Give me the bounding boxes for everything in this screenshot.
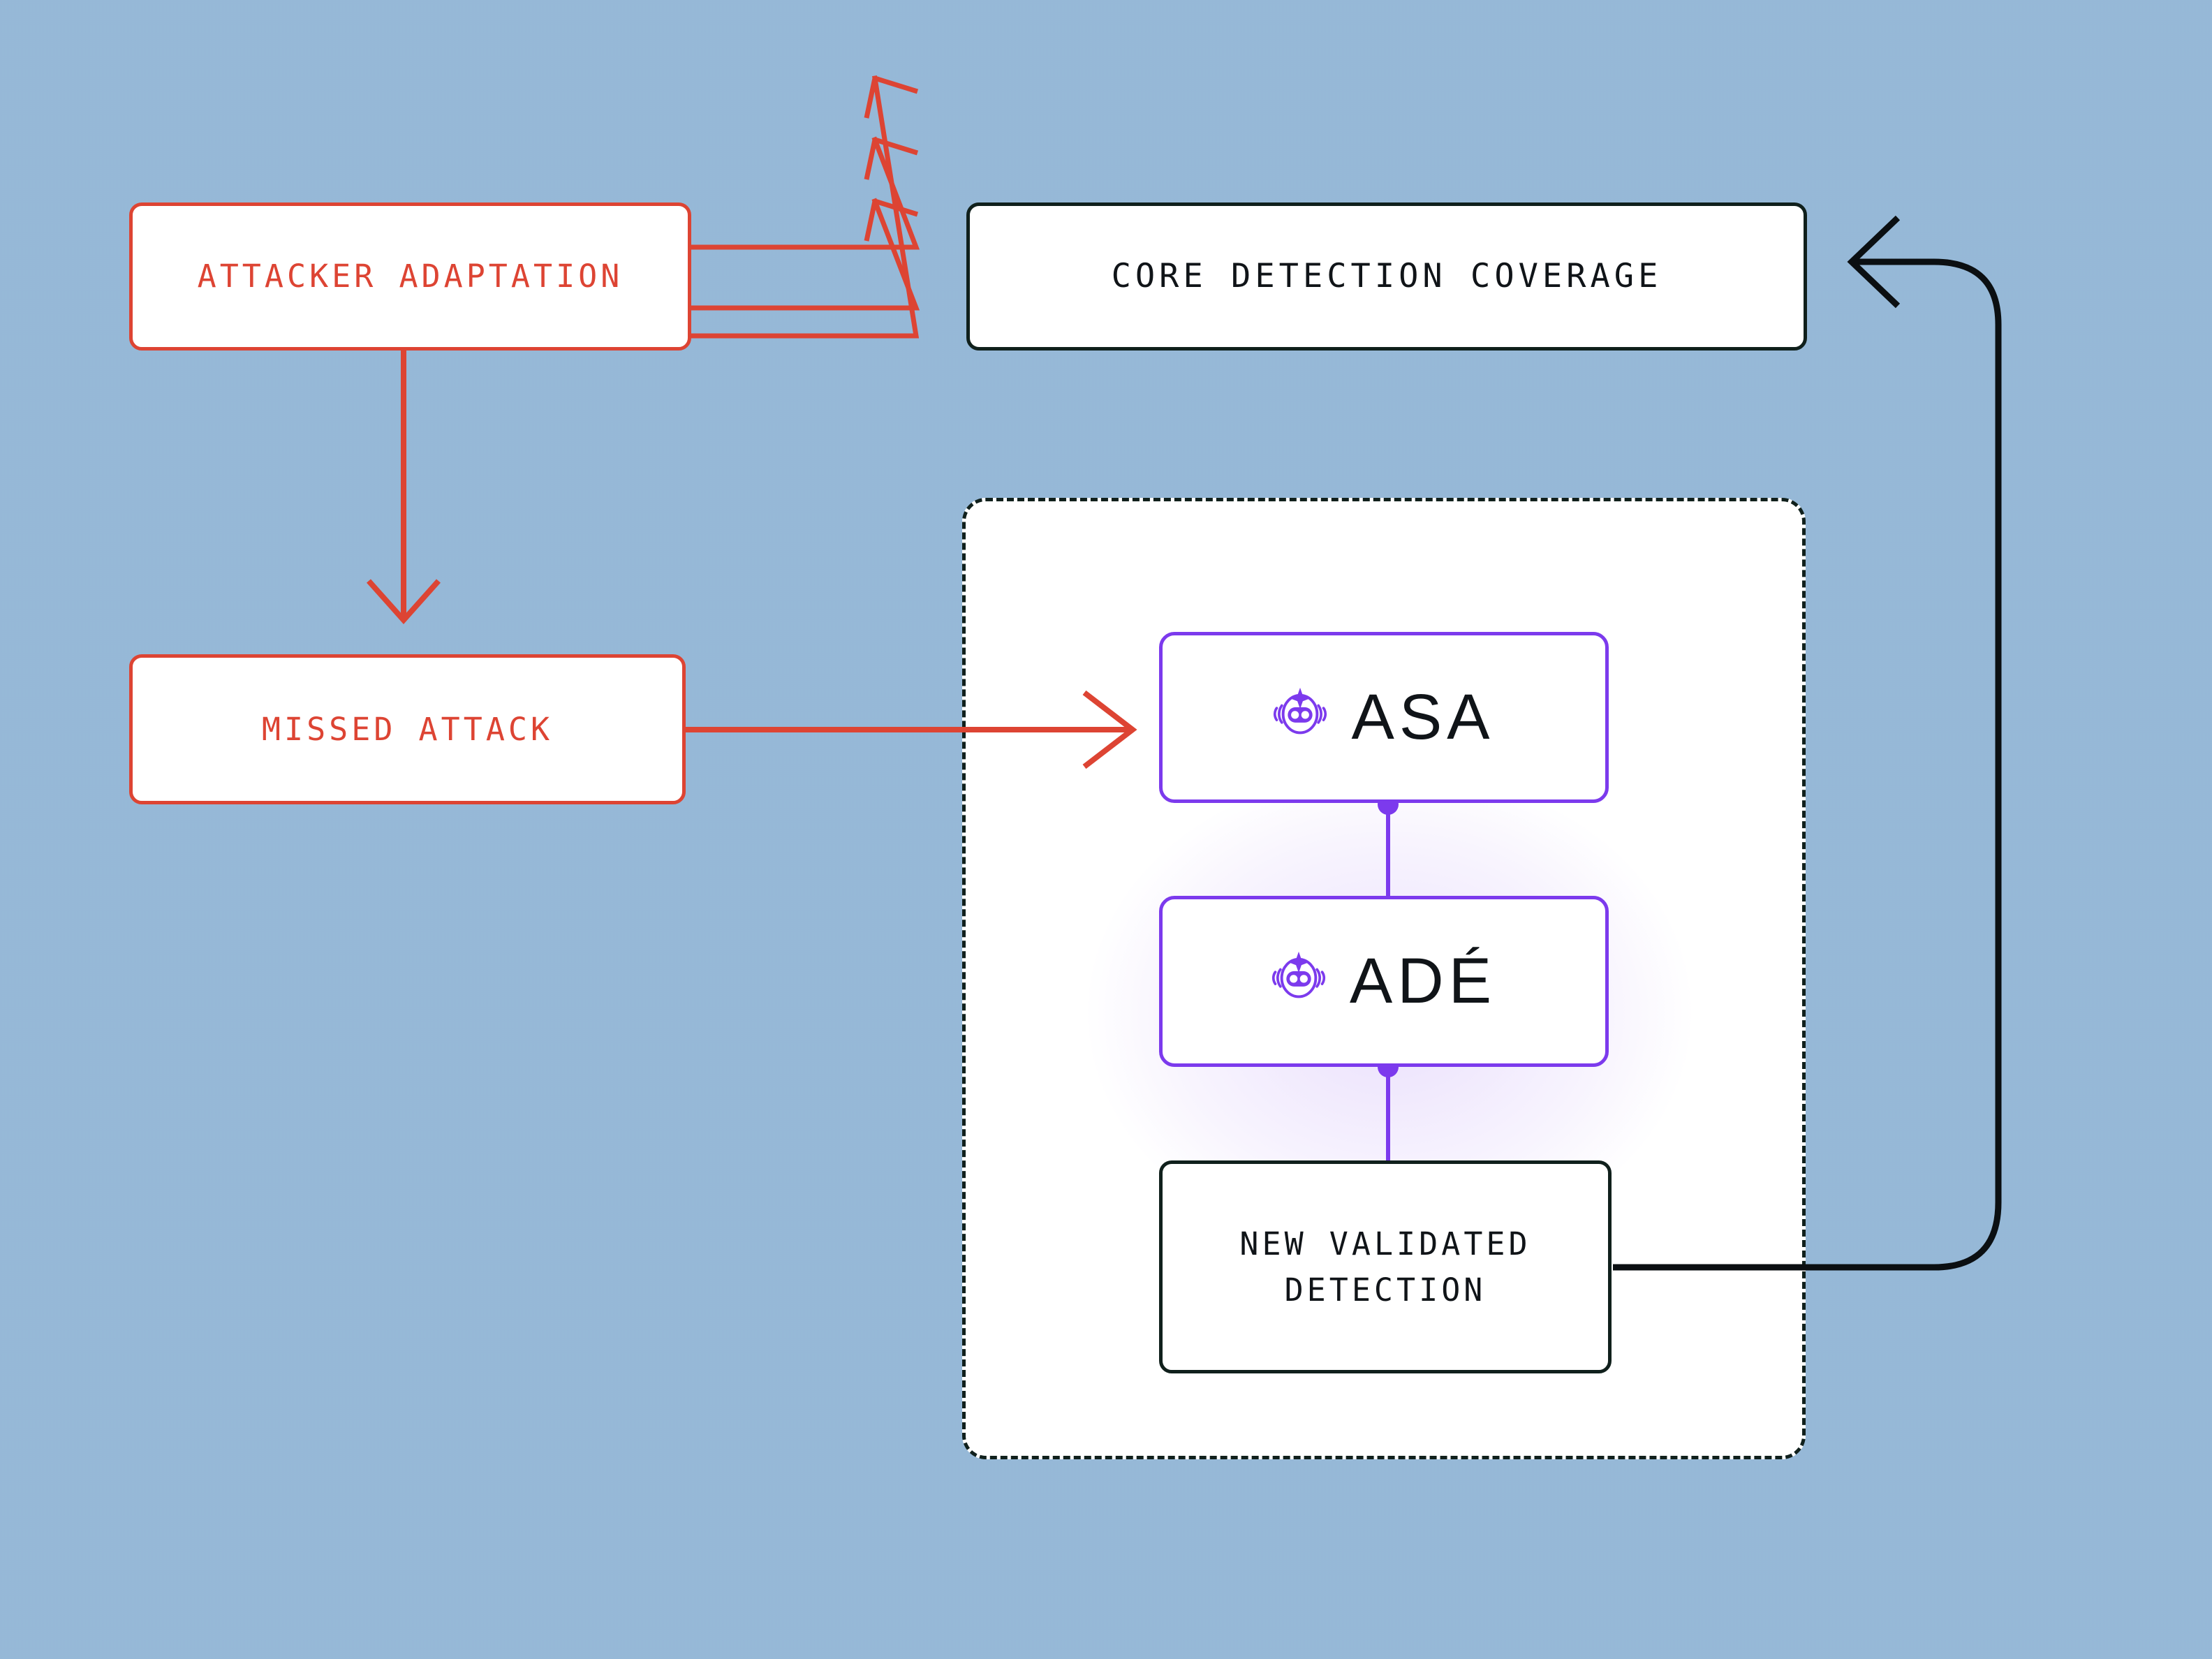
node-missed-attack-label: MISSED ATTACK [261, 710, 554, 748]
node-attacker-adaptation[interactable]: ATTACKER ADAPTATION [129, 202, 691, 351]
node-core-detection-coverage-label: CORE DETECTION COVERAGE [1111, 256, 1662, 295]
edge-attacker-to-coverage-3 [687, 75, 920, 339]
node-core-detection-coverage[interactable]: CORE DETECTION COVERAGE [966, 202, 1807, 351]
node-asa-label: ASA [1351, 681, 1495, 753]
node-missed-attack[interactable]: MISSED ATTACK [129, 654, 686, 804]
node-new-validated-detection-label: NEW VALIDATED DETECTION [1239, 1225, 1531, 1308]
node-asa[interactable]: ASA [1159, 632, 1609, 803]
edge-attacker-to-missed-attack [367, 349, 441, 625]
edge-attacker-to-coverage-1 [687, 136, 920, 250]
node-ade[interactable]: ADÉ [1159, 896, 1609, 1067]
node-ade-label: ADÉ [1349, 945, 1497, 1017]
robot-sparkle-icon [1273, 681, 1327, 754]
robot-sparkle-icon [1271, 945, 1326, 1018]
node-new-validated-detection[interactable]: NEW VALIDATED DETECTION [1159, 1160, 1612, 1373]
edge-attacker-to-coverage-2 [687, 198, 920, 311]
node-attacker-adaptation-label: ATTACKER ADAPTATION [197, 258, 624, 295]
